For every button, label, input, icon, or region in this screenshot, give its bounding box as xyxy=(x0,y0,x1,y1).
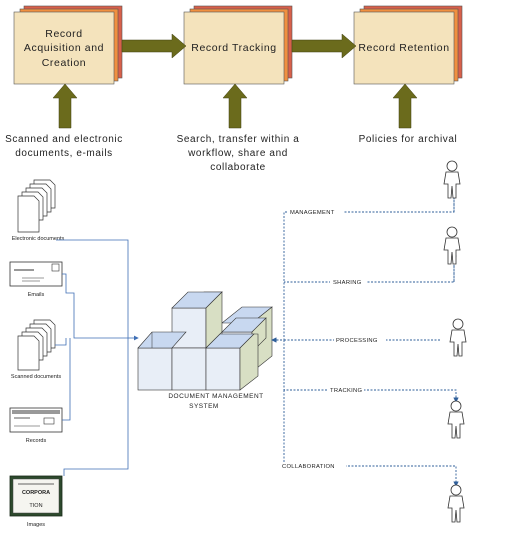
certificate-text: TION xyxy=(29,503,42,509)
source-label: Electronic documents xyxy=(12,236,65,242)
input-arrow-up xyxy=(392,83,418,129)
stage-record-retention: Record Retention xyxy=(353,5,463,85)
person-icon xyxy=(447,484,465,523)
person-icon xyxy=(449,318,467,357)
stage-input-text: collaborate xyxy=(210,162,266,173)
source-label: Records xyxy=(26,438,47,444)
stage-title-line: Record Retention xyxy=(358,42,449,54)
input-arrow-up xyxy=(52,83,78,129)
stage-arrow-right xyxy=(291,33,357,59)
source-connectors xyxy=(55,239,139,476)
flow-label: MANAGEMENT xyxy=(290,210,335,216)
input-arrow-up xyxy=(222,83,248,129)
flow-label: PROCESSING xyxy=(336,338,378,344)
stage-title-line: Record Tracking xyxy=(191,42,276,54)
document-stack-icon xyxy=(17,319,56,371)
stage-record-acquisition: Record Acquisition and Creation xyxy=(13,5,123,85)
stage-input-text: Scanned and electronic xyxy=(5,134,123,145)
stage-input-text: workflow, share and xyxy=(187,148,288,159)
flow-label: SHARING xyxy=(333,280,362,286)
stage-input-text: Search, transfer within a xyxy=(177,134,300,145)
source-label: Emails xyxy=(28,292,45,298)
flow-label: COLLABORATION xyxy=(282,464,335,470)
person-icon xyxy=(443,226,461,265)
stage-title-line: Creation xyxy=(42,57,87,69)
person-icon xyxy=(447,400,465,439)
dms-cube-cluster xyxy=(137,291,273,391)
stage-title-line: Acquisition and xyxy=(24,42,104,54)
stage-record-tracking: Record Tracking xyxy=(183,5,293,85)
dms-label: DOCUMENT MANAGEMENT xyxy=(168,393,263,400)
stage-title-line: Record xyxy=(45,28,82,40)
source-label: Images xyxy=(27,522,45,528)
dms-label: SYSTEM xyxy=(189,403,219,410)
certificate-text: CORPORA xyxy=(22,490,50,496)
certificate-image-icon: CORPORA TION xyxy=(9,475,63,517)
record-card-icon xyxy=(9,407,63,433)
stage-arrow-right xyxy=(121,33,187,59)
stage-input-text: documents, e-mails xyxy=(15,148,113,159)
source-label: Scanned documents xyxy=(11,374,61,380)
flow-label: TRACKING xyxy=(330,388,363,394)
person-icon xyxy=(443,160,461,199)
flow-connectors xyxy=(271,181,459,487)
stage-input-text: Policies for archival xyxy=(359,134,458,145)
envelope-icon xyxy=(9,261,63,287)
document-stack-icon xyxy=(17,179,56,233)
